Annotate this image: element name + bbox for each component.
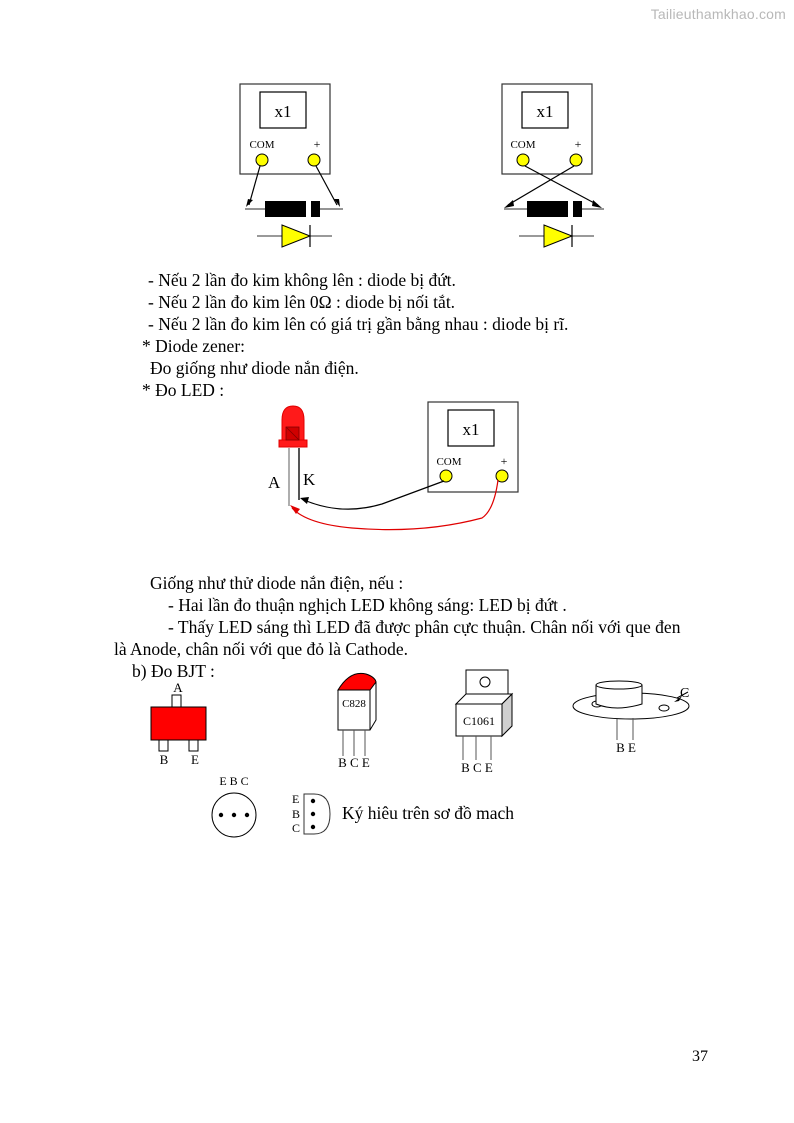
led-item-2-line-2: là Anode, chân nối với que đỏ là Cathode… bbox=[114, 639, 409, 659]
svg-text:C828: C828 bbox=[342, 698, 366, 710]
page-number: 37 bbox=[692, 1048, 708, 1065]
svg-text:A: A bbox=[173, 680, 183, 695]
led-multimeter-diagram: A K x1 COM + bbox=[268, 401, 519, 531]
svg-text:x1: x1 bbox=[463, 420, 480, 439]
bjt-round-pinout: E B C bbox=[206, 772, 262, 845]
led-test-figure: A K x1 COM + bbox=[262, 398, 532, 543]
bjt-heading: b) Đo BJT : bbox=[132, 661, 215, 681]
diode-test-figure-reverse: x1 COM + bbox=[492, 80, 622, 260]
to92-transistor-drawing: C828 B C E bbox=[337, 672, 377, 770]
symbol-caption: Ký hiêu trên sơ đồ mach bbox=[342, 803, 515, 823]
to220-transistor-drawing: C1061 B C E bbox=[454, 669, 514, 775]
svg-text:A: A bbox=[268, 473, 281, 492]
diode-result-short: - Nếu 2 lần đo kim lên 0Ω : diode bị nối… bbox=[148, 292, 456, 312]
svg-text:+: + bbox=[575, 137, 582, 151]
svg-text:C: C bbox=[292, 821, 300, 835]
bjt-to3-figure: B E C bbox=[570, 680, 695, 763]
diode-test-figure-forward: x1 COM + bbox=[232, 80, 362, 260]
diode-result-leak: - Nếu 2 lần đo kim lên có giá trị gần bằ… bbox=[148, 314, 569, 334]
svg-text:B C E: B C E bbox=[338, 755, 370, 770]
svg-text:E: E bbox=[191, 752, 199, 767]
round-pinout-drawing: E B C bbox=[211, 774, 257, 838]
zener-text: Đo giống như diode nắn điện. bbox=[150, 358, 359, 378]
smd-transistor-drawing: A B E bbox=[150, 680, 207, 767]
svg-text:COM: COM bbox=[510, 139, 535, 151]
bjt-to220-figure: C1061 B C E bbox=[452, 668, 520, 781]
svg-text:+: + bbox=[314, 137, 321, 151]
watermark: Tailieuthamkhao.com bbox=[650, 6, 786, 22]
symbol-pinout-drawing: E B C bbox=[292, 792, 331, 835]
svg-text:B C E: B C E bbox=[461, 760, 493, 775]
svg-text:B: B bbox=[292, 807, 300, 821]
svg-text:C: C bbox=[680, 686, 689, 701]
led-item-1: - Hai lần đo thuận nghịch LED không sáng… bbox=[168, 595, 567, 615]
led-item-2-line-1: - Thấy LED sáng thì LED đã được phân cực… bbox=[168, 617, 681, 637]
bjt-smd-figure: A B E bbox=[148, 678, 210, 773]
svg-text:B: B bbox=[160, 752, 169, 767]
diode-result-open: - Nếu 2 lần đo kim không lên : diode bị … bbox=[148, 270, 456, 290]
svg-text:x1: x1 bbox=[275, 102, 292, 121]
svg-text:COM: COM bbox=[249, 139, 274, 151]
led-heading: * Đo LED : bbox=[142, 380, 225, 400]
svg-text:COM: COM bbox=[436, 456, 461, 468]
svg-text:x1: x1 bbox=[537, 102, 554, 121]
zener-heading: * Diode zener: bbox=[142, 336, 246, 356]
svg-text:K: K bbox=[303, 470, 316, 489]
svg-text:E: E bbox=[292, 792, 299, 806]
multimeter-diode-diagram-crossed: x1 COM + bbox=[501, 83, 604, 248]
led-intro: Giống như thử diode nắn điện, nếu : bbox=[150, 573, 404, 593]
multimeter-diode-diagram: x1 COM + bbox=[239, 83, 343, 248]
to3-transistor-drawing: B E C bbox=[572, 680, 690, 755]
svg-text:+: + bbox=[501, 454, 508, 468]
svg-text:B E: B E bbox=[616, 740, 636, 755]
svg-text:E B C: E B C bbox=[219, 774, 248, 788]
svg-text:C1061: C1061 bbox=[463, 714, 495, 728]
bjt-symbol-pinout: E B C bbox=[290, 792, 338, 843]
bjt-to92-figure: C828 B C E bbox=[330, 668, 380, 775]
